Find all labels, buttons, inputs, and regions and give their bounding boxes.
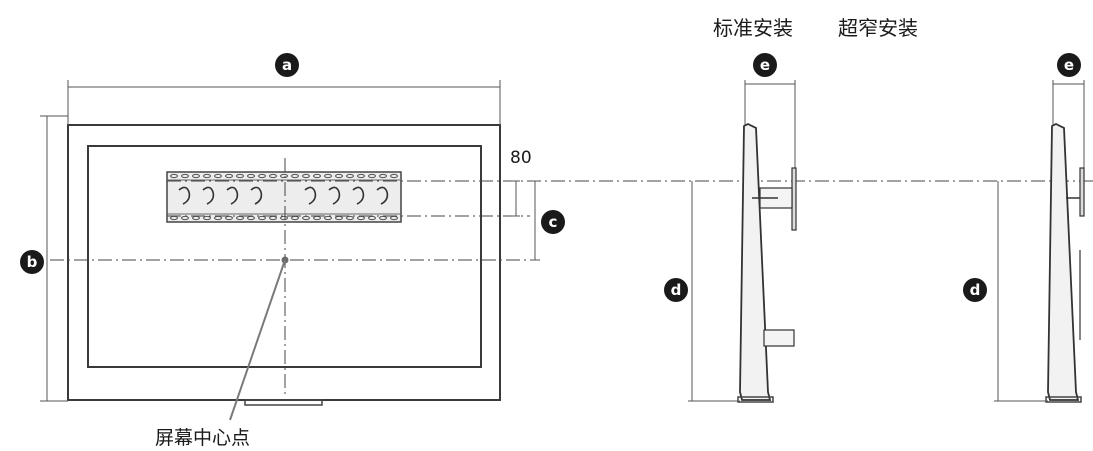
bracket-slot-row <box>170 173 398 221</box>
bracket-slot <box>324 215 332 221</box>
bracket-slot <box>203 215 211 221</box>
bracket-slot <box>302 173 310 179</box>
label-d-standard-text: d <box>671 281 682 299</box>
bracket-hook <box>304 186 317 205</box>
tv-stand-foot <box>244 399 323 406</box>
screen-center-leader <box>229 259 286 421</box>
bracket-slot <box>357 173 365 179</box>
dim-80-text: 80 <box>510 148 532 168</box>
bracket-slot <box>258 215 266 221</box>
rear-box-standard <box>763 329 795 347</box>
standard-install-title: 标准安装 <box>713 16 793 40</box>
bracket-hook <box>202 186 215 205</box>
bracket-slot <box>192 173 200 179</box>
label-a-text: a <box>282 56 292 74</box>
front-view: a b 80 c <box>20 53 1093 449</box>
tv-side-profile-slim <box>1047 122 1080 401</box>
bracket-hook <box>352 186 365 205</box>
ultra-slim-install-title: 超窄安装 <box>838 16 918 40</box>
label-e-standard-text: e <box>760 56 770 74</box>
bracket-slot <box>280 215 288 221</box>
label-e-slim-badge: e <box>1057 53 1081 77</box>
bracket-slot <box>236 173 244 179</box>
screen-center-label: 屏幕中心点 <box>155 427 250 449</box>
label-c-badge: c <box>541 210 565 234</box>
bracket-slot <box>335 173 343 179</box>
wall-mount-bracket <box>166 171 402 223</box>
bracket-hook <box>226 186 239 205</box>
bracket-slot <box>324 173 332 179</box>
bracket-slot <box>291 173 299 179</box>
side-view-ultra-slim: e d <box>963 53 1085 403</box>
label-b-text: b <box>27 253 38 271</box>
bracket-hook-row <box>178 186 389 205</box>
label-c-text: c <box>549 213 558 231</box>
bracket-slot <box>313 173 321 179</box>
bracket-hook <box>250 186 263 205</box>
label-e-standard-badge: e <box>753 53 777 77</box>
bracket-slot <box>379 173 387 179</box>
bracket-slot <box>225 173 233 179</box>
label-b-badge: b <box>20 250 44 274</box>
bracket-slot <box>247 173 255 179</box>
wall-plate-slim <box>1079 167 1085 217</box>
label-d-slim-badge: d <box>963 278 987 302</box>
bracket-slot <box>181 173 189 179</box>
label-d-standard-badge: d <box>664 278 688 302</box>
side-stand-foot-standard <box>737 396 774 403</box>
label-d-slim-text: d <box>970 281 981 299</box>
bracket-hook <box>376 186 389 205</box>
bracket-slot <box>368 173 376 179</box>
bracket-slot <box>390 173 398 179</box>
side-view-standard: e d <box>664 53 797 403</box>
bracket-hook <box>328 186 341 205</box>
tv-side-profile-standard <box>739 122 772 401</box>
tv-screen <box>87 145 482 368</box>
bracket-slot <box>203 173 211 179</box>
label-a-badge: a <box>275 53 299 77</box>
side-stand-foot-slim <box>1045 396 1082 403</box>
bracket-slot <box>170 173 178 179</box>
bracket-hook <box>178 186 191 205</box>
bracket-slot <box>280 173 288 179</box>
bracket-slot <box>346 215 354 221</box>
bracket-slot <box>346 173 354 179</box>
bracket-slot <box>214 173 222 179</box>
label-e-slim-text: e <box>1064 56 1074 74</box>
bracket-slot <box>269 173 277 179</box>
bracket-slot <box>258 173 266 179</box>
